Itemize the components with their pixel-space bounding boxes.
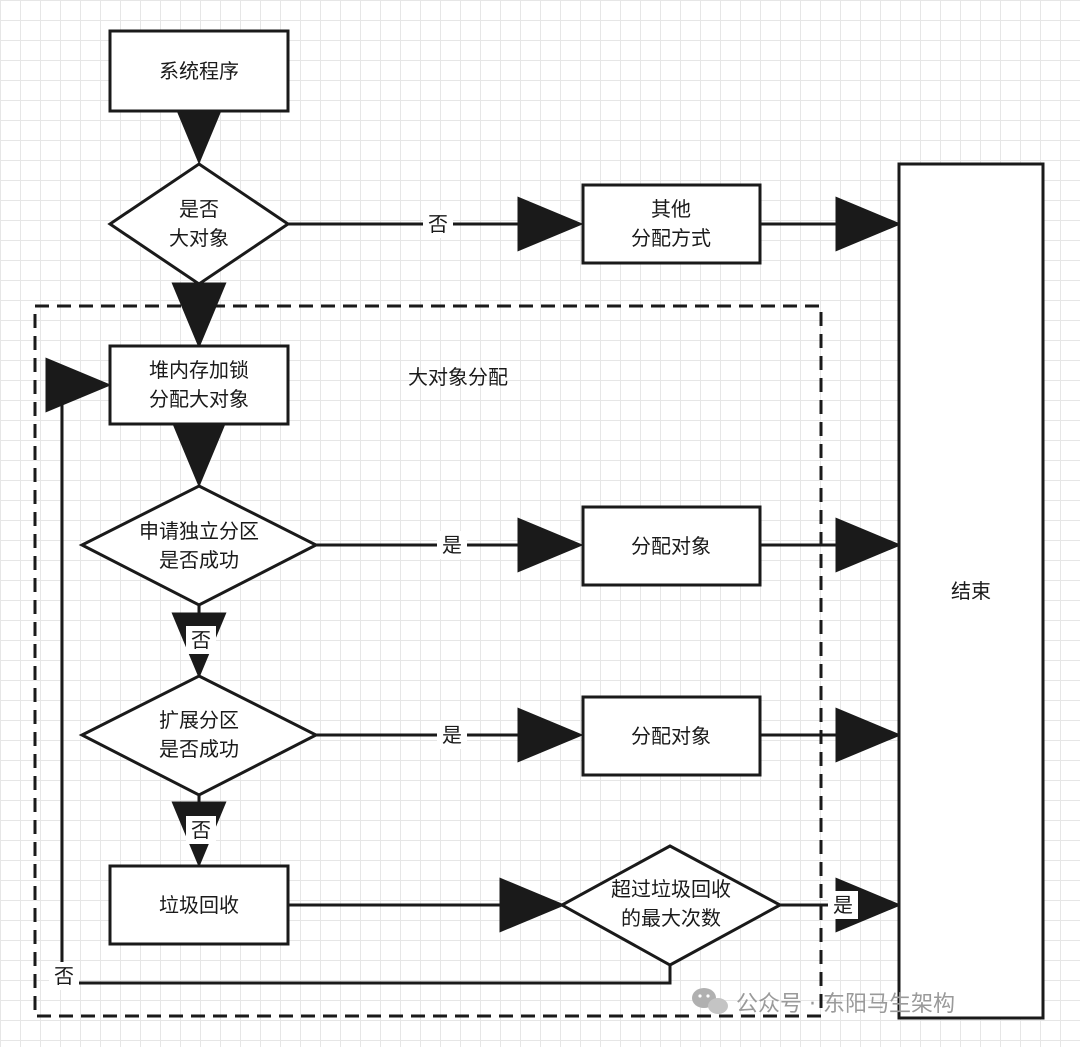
edge-label-apply-no: 否	[191, 628, 211, 652]
decision-expand-l1: 扩展分区	[159, 708, 239, 732]
node-other-method	[581, 183, 762, 265]
node-alloc2-label: 分配对象	[631, 724, 711, 748]
watermark-text: 公众号 · 东阳马生架构	[736, 992, 955, 1017]
node-start-label: 系统程序	[159, 59, 239, 83]
decision-apply-l2: 是否成功	[159, 548, 239, 572]
node-alloc-object-1	[581, 505, 762, 587]
decision-expand-partition	[78, 674, 320, 797]
decision-apply-partition	[78, 484, 320, 607]
decision-is-large-object	[107, 162, 291, 286]
node-alloc1-label: 分配对象	[631, 534, 711, 558]
group-label: 大对象分配	[408, 365, 508, 389]
wechat-icon	[692, 988, 728, 1014]
edge-label-apply-yes: 是	[442, 533, 462, 557]
node-lock-l2: 分配大对象	[149, 387, 249, 411]
decision-max-l1: 超过垃圾回收	[611, 877, 731, 901]
decision-is-large-l1: 是否	[179, 197, 219, 221]
node-alloc-object-2	[581, 695, 762, 777]
edge-label-no-large: 否	[428, 212, 448, 236]
edge-label-expand-yes: 是	[442, 723, 462, 747]
decision-is-large-l2: 大对象	[169, 226, 229, 250]
node-gc-label: 垃圾回收	[159, 893, 239, 917]
node-end	[897, 162, 1045, 1020]
edge-label-max-yes: 是	[833, 893, 853, 917]
decision-max-l2: 的最大次数	[621, 906, 721, 930]
node-lock-l1: 堆内存加锁	[149, 358, 249, 382]
node-other-l2: 分配方式	[631, 226, 711, 250]
node-other-l1: 其他	[651, 197, 691, 221]
watermark: 公众号 · 东阳马生架构	[692, 988, 955, 1017]
edge-label-expand-no: 否	[191, 818, 211, 842]
decision-exceed-max-gc	[558, 844, 784, 967]
node-end-label: 结束	[951, 579, 991, 603]
node-start	[108, 29, 290, 113]
node-lock-heap	[108, 344, 290, 426]
decision-expand-l2: 是否成功	[159, 737, 239, 761]
decision-apply-l1: 申请独立分区	[139, 519, 259, 543]
node-garbage-collect	[108, 864, 290, 946]
edge-label-max-no: 否	[54, 964, 74, 988]
